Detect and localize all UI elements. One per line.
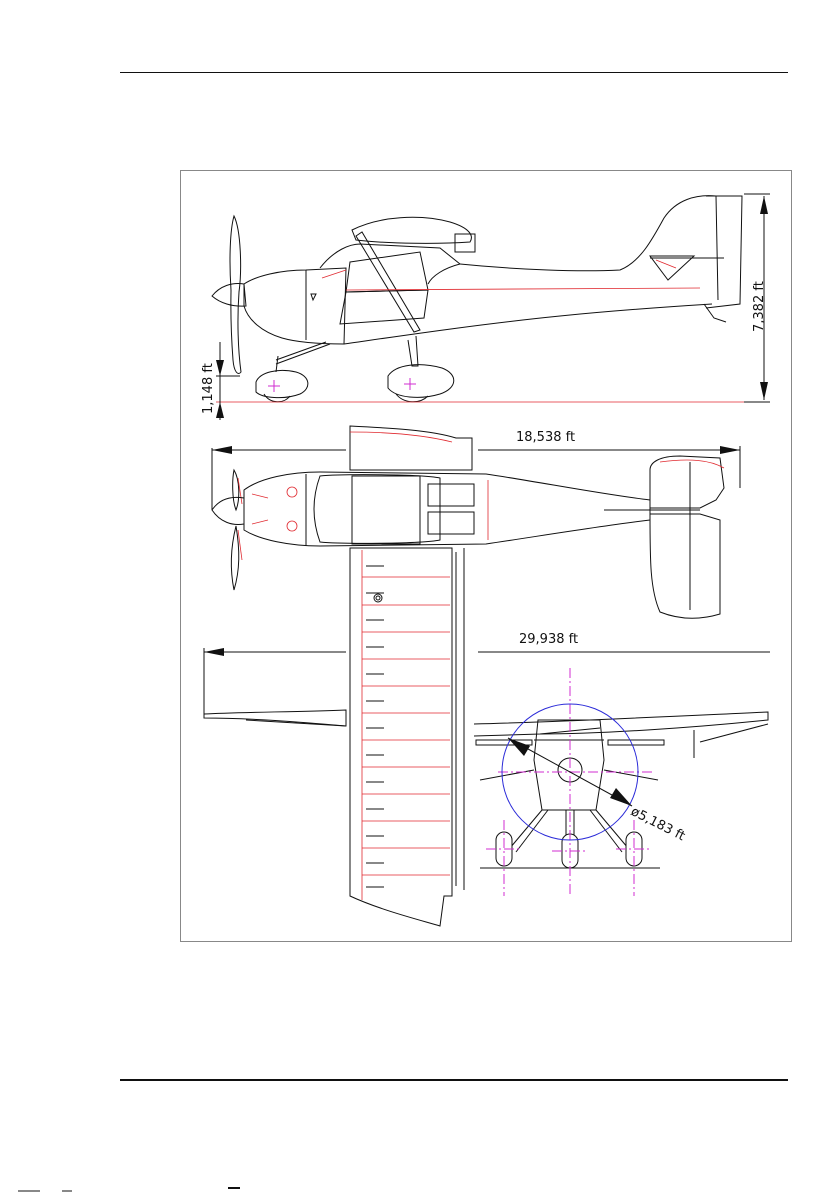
footer-rule xyxy=(120,1079,788,1081)
wingspan-dimension-label: 29,938 ft xyxy=(519,632,578,647)
top-view xyxy=(212,426,740,926)
side-view xyxy=(212,194,770,420)
length-dimension-label: 18,538 ft xyxy=(516,430,575,445)
front-view xyxy=(204,648,770,896)
ground-clearance-label: 1,148 ft xyxy=(201,363,216,414)
page-edge-marks xyxy=(0,1186,300,1192)
height-dimension-label: 7,382 ft xyxy=(752,281,767,332)
wing-ribs xyxy=(362,566,450,887)
